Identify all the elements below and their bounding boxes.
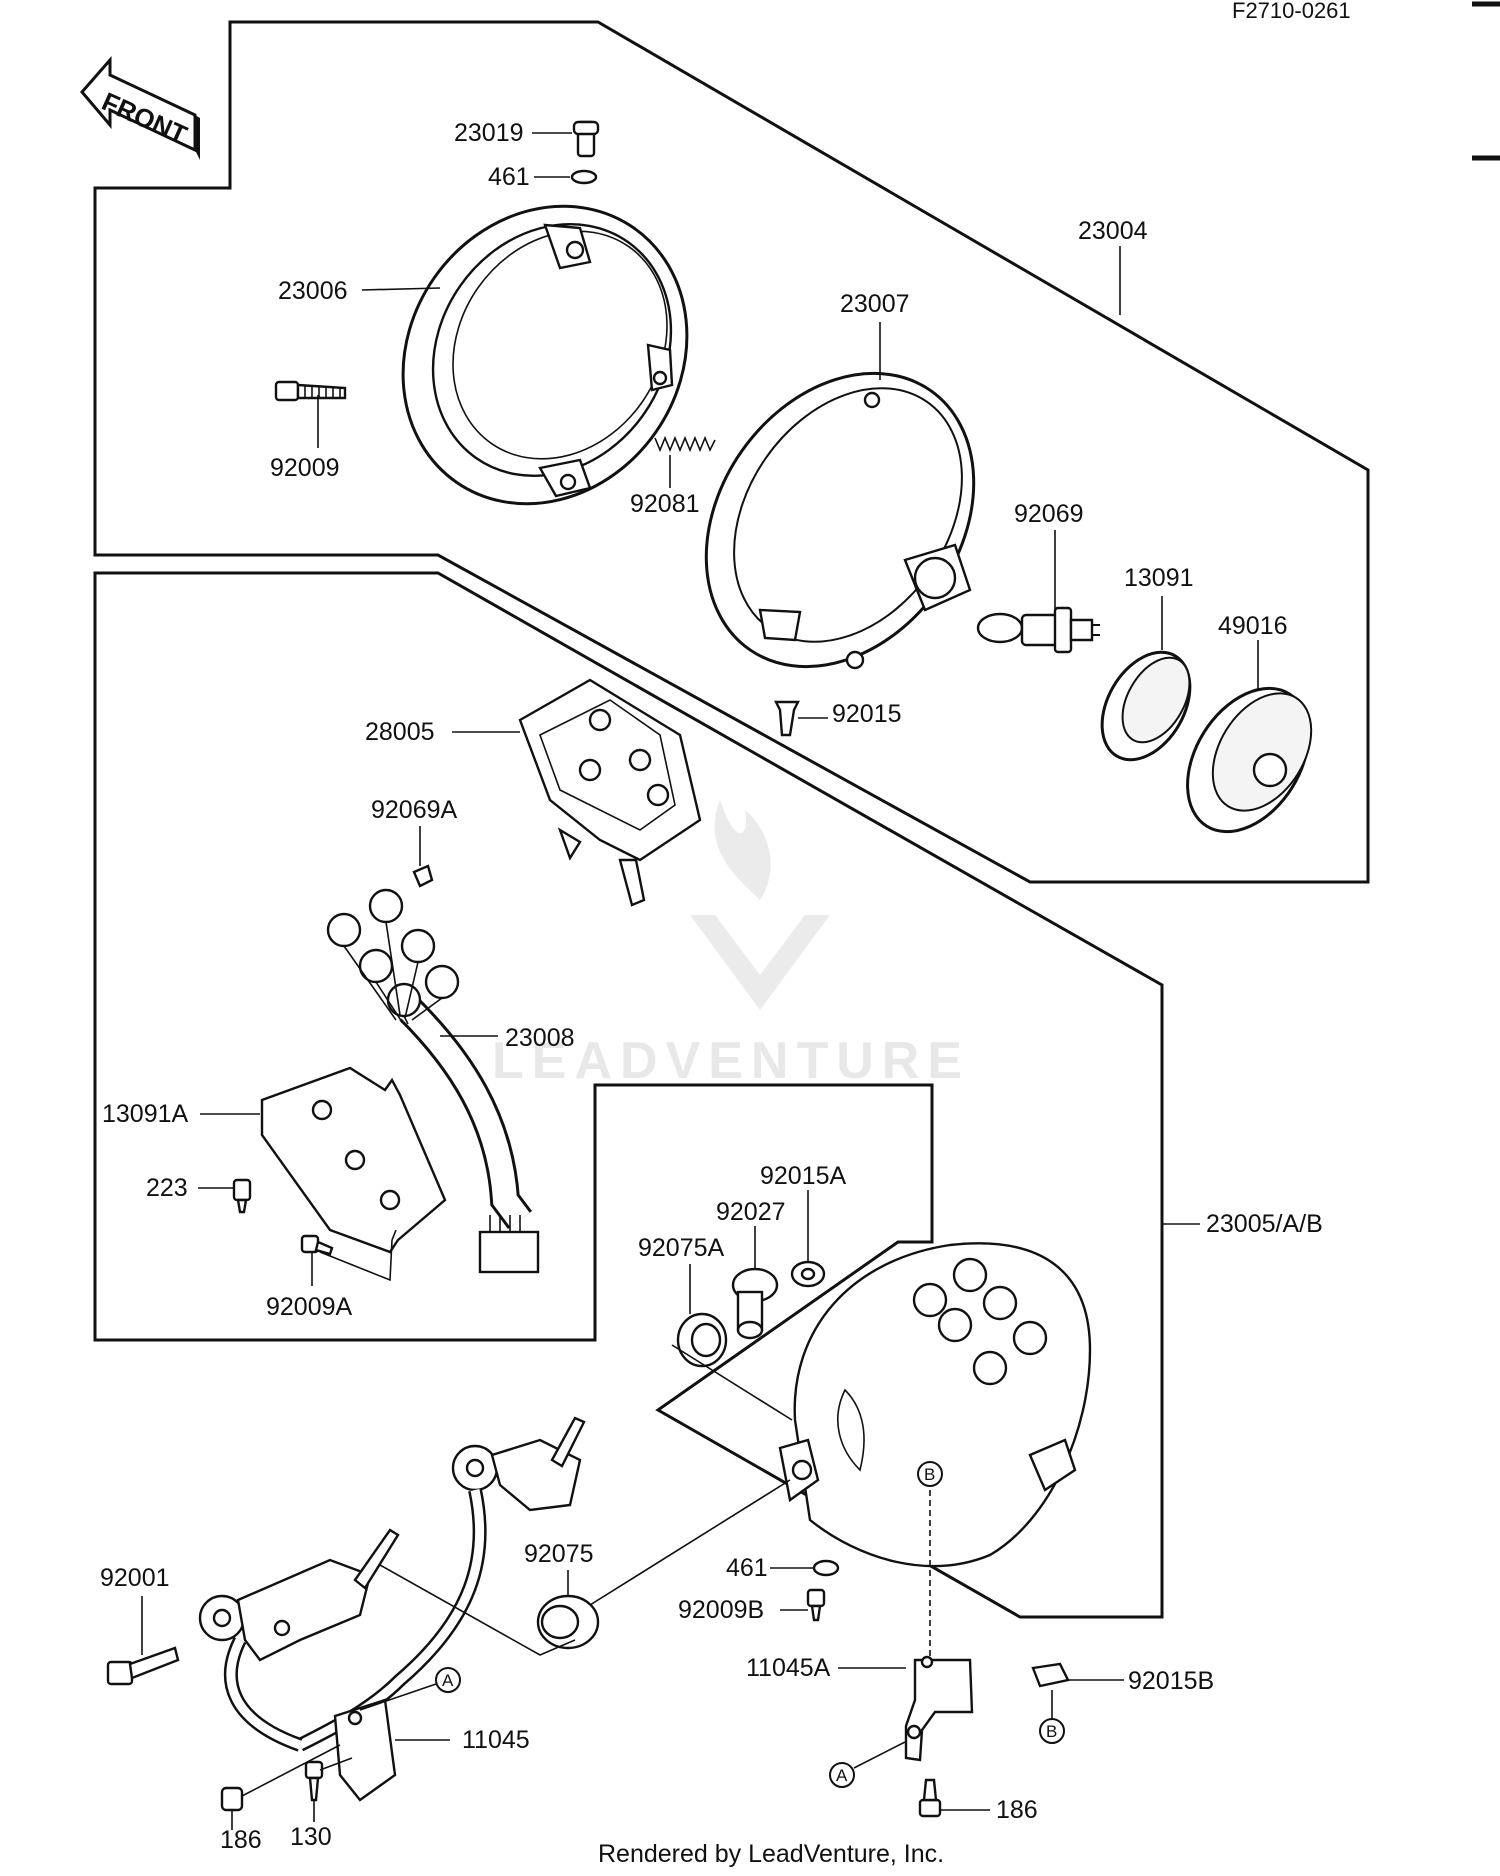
socket-bracket-13091A [260,1066,447,1254]
bolt-186-right [918,1778,942,1818]
label-28005: 28005 [365,718,435,746]
screw-92009A [300,1234,334,1256]
label-11045: 11045 [462,1726,530,1754]
label-23005-a-b: 23005/A/B [1206,1210,1323,1238]
ref-mark-b: B [917,1461,943,1487]
ref-mark-a: A [829,1762,855,1788]
grommet-92015 [774,700,800,737]
label-23006: 23006 [278,277,348,305]
label-13091A: 13091A [102,1100,189,1128]
collar-92027 [731,1267,779,1340]
headlight-rim-23006 [401,204,689,506]
ref-mark-b: B [1039,1718,1065,1744]
bracket-11045 [333,1698,397,1802]
screw-23019 [572,120,600,158]
label-92015B: 92015B [1128,1667,1214,1695]
label-92069A: 92069A [371,796,458,824]
washer-461 [812,1559,840,1577]
leader-line [379,1564,576,1656]
label-92009: 92009 [270,454,340,482]
label-186: 186 [996,1796,1038,1824]
socket-harness-23008 [326,888,540,1274]
spring-92081 [654,435,716,453]
leader-lines [141,132,1259,1830]
watermark: LEADVENTURE [492,800,970,1090]
label-13091: 13091 [1124,564,1194,592]
bracket-11045A [904,1655,974,1762]
label-461: 461 [488,163,530,191]
label-92009A: 92009A [266,1293,353,1321]
group-outline-23005 [93,571,1164,1619]
label-92081: 92081 [630,490,700,518]
reflector-ring-23007 [704,371,976,670]
label-23004: 23004 [1078,217,1148,245]
bolt-92009 [274,380,347,402]
watermark-text: LEADVENTURE [492,1032,970,1090]
label-92001: 92001 [100,1564,170,1592]
label-223: 223 [146,1174,188,1202]
label-23019: 23019 [454,119,524,147]
label-11045A: 11045A [746,1654,831,1682]
label-130: 130 [290,1823,332,1851]
leader-line [671,1344,793,1421]
bulb-holder-13091 [1100,650,1192,762]
label-23008: 23008 [505,1024,575,1052]
headlight-stay-left [198,1528,400,1752]
label-23007: 23007 [840,290,910,318]
leader-line [359,1683,1053,1769]
bolt-92001 [106,1646,180,1686]
bolt-186-left [220,1744,341,1812]
leader-line [319,1229,397,1282]
screw-92009B [806,1588,826,1622]
leader-line [589,1479,791,1606]
bulb-92069 [976,606,1100,654]
label-92069: 92069 [1014,500,1084,528]
svg-text:A: A [836,1766,848,1785]
dust-cover-49016 [1186,686,1313,834]
group-outline-23004 [93,20,1370,884]
grommet-92015A [790,1260,826,1288]
svg-text:A: A [442,1671,454,1690]
grommet-92075A [676,1312,728,1368]
headlight-housing-23005 [778,1242,1092,1568]
svg-text:B: B [1046,1722,1057,1741]
label-92009B: 92009B [678,1596,764,1624]
washer-461 [570,169,598,185]
svg-text:B: B [924,1465,935,1484]
front-arrow-icon: FRONT [80,56,200,160]
bulb-92069A [412,864,434,888]
footer-credit: Rendered by LeadVenture, Inc. [598,1840,944,1868]
clip-92015B [1031,1662,1070,1688]
label-49016: 49016 [1218,612,1288,640]
label-461: 461 [726,1554,768,1582]
label-92027: 92027 [716,1198,786,1226]
label-92075: 92075 [524,1540,594,1568]
screw-130 [304,1757,353,1802]
screw-223 [232,1178,252,1214]
indicator-panel-28005 [518,678,702,907]
label-92015A: 92015A [760,1162,847,1190]
diagram-code: F2710-0261 [1232,0,1351,23]
label-92075A: 92075A [638,1234,725,1262]
ref-mark-a: A [435,1667,461,1693]
label-92015: 92015 [832,700,902,728]
label-186: 186 [220,1826,262,1854]
grommet-92075 [536,1594,600,1650]
